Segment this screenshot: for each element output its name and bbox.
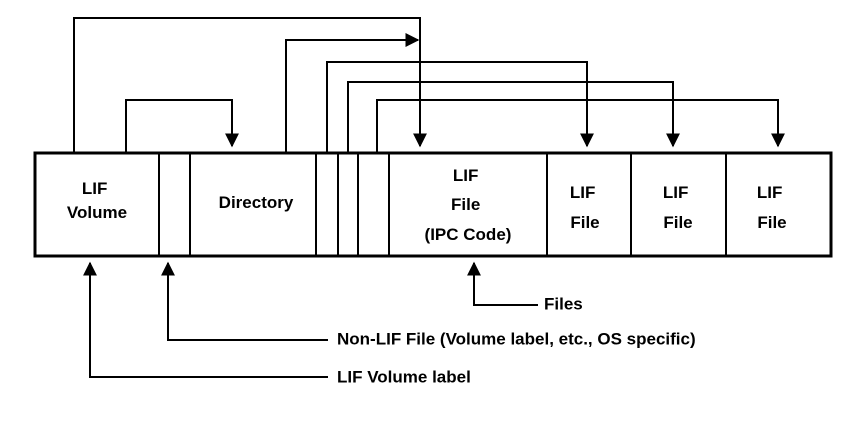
arrow-directory-to-ipc-file — [285, 33, 420, 153]
arrow-volume-to-directory — [125, 99, 239, 153]
cell-lif-file-2: LIF File — [570, 183, 600, 232]
cell-lif-file-3: LIF File — [663, 183, 693, 232]
volume-bar — [33, 151, 833, 258]
arrow-to-lif-file-3 — [347, 81, 680, 153]
label-files: Files — [544, 294, 583, 313]
callout-volume-label-line — [83, 261, 328, 378]
pointer-arrows — [73, 17, 785, 153]
bottom-callouts — [83, 261, 538, 378]
cell-lif-file-ipc: LIF File (IPC Code) — [425, 166, 512, 244]
label-lif-volume-label: LIF Volume label — [337, 367, 471, 386]
cell-dividers — [158, 153, 727, 256]
callout-non-lif-line — [161, 261, 328, 341]
cell-directory: Directory — [219, 193, 294, 212]
arrow-to-lif-file-4 — [376, 99, 785, 153]
cell-lif-file-4: LIF File — [757, 183, 787, 232]
callout-files-line — [467, 261, 538, 306]
label-non-lif-file: Non-LIF File (Volume label, etc., OS spe… — [337, 329, 696, 348]
arrow-to-lif-file-2 — [326, 61, 594, 153]
cell-lif-volume: LIF Volume — [67, 179, 127, 222]
